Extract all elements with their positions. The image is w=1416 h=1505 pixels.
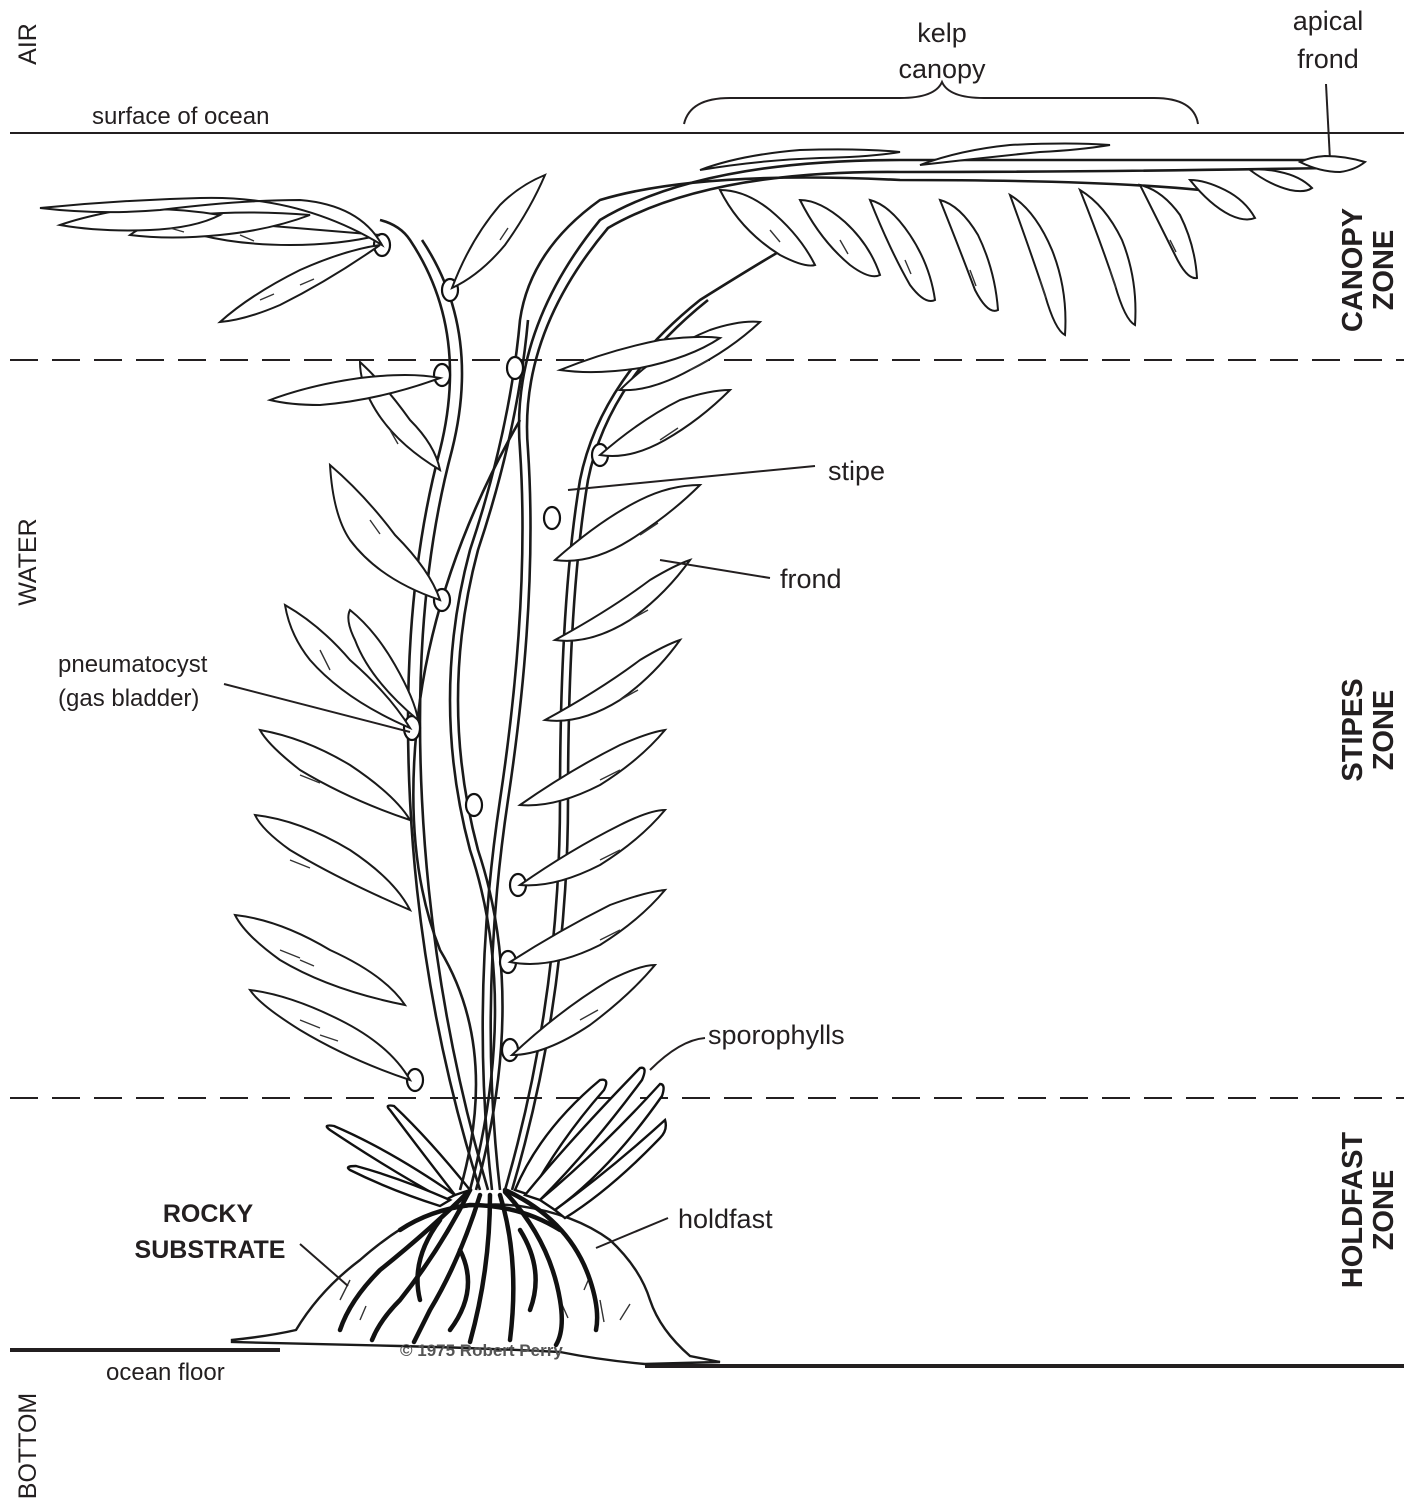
- apical-frond-label-line1: apical: [1293, 6, 1364, 36]
- stipes-zone-label-line2: ZONE: [1368, 690, 1400, 771]
- kelp-canopy-label-line1: kelp: [917, 18, 967, 48]
- holdfast-zone-label-line1: HOLDFAST: [1337, 1132, 1369, 1289]
- air-label: AIR: [14, 23, 42, 65]
- rocky-substrate-label-line1: ROCKY: [163, 1200, 254, 1228]
- kelp-canopy-label-line2: canopy: [898, 54, 986, 84]
- rocky-substrate-leader: [300, 1244, 348, 1286]
- sporophylls-label: sporophylls: [708, 1020, 845, 1050]
- surface-label: surface of ocean: [92, 103, 269, 130]
- canopy-fronds-left: [40, 175, 545, 322]
- copyright-text: © 1975 Robert Perry: [400, 1341, 563, 1360]
- stipes-zone-label-line1: STIPES: [1337, 678, 1369, 781]
- holdfast-zone-label-line2: ZONE: [1368, 1170, 1400, 1251]
- rocky-substrate-label-line2: SUBSTRATE: [135, 1236, 286, 1264]
- water-label: WATER: [14, 518, 42, 606]
- bottom-label: BOTTOM: [14, 1393, 42, 1499]
- holdfast-label: holdfast: [678, 1204, 773, 1234]
- fronds-right: [510, 322, 760, 1055]
- holdfast-leader: [596, 1218, 668, 1248]
- pneumatocyst-label-line1: pneumatocyst: [58, 651, 208, 678]
- stipes: [380, 160, 1330, 1190]
- sporophylls-leader: [650, 1038, 705, 1070]
- stipe-label: stipe: [828, 456, 885, 486]
- apical-frond-leader: [1326, 84, 1330, 160]
- kelp-canopy-brace: [684, 82, 1198, 124]
- kelp-illustration: [40, 144, 1365, 1365]
- pneumatocyst-label-line2: (gas bladder): [58, 685, 199, 712]
- frond-label: frond: [780, 564, 842, 594]
- apical-frond-label-line2: frond: [1297, 44, 1359, 74]
- canopy-zone-label-line1: CANOPY: [1337, 208, 1369, 332]
- canopy-zone-label-line2: ZONE: [1368, 230, 1400, 311]
- ocean-floor-label: ocean floor: [106, 1359, 225, 1386]
